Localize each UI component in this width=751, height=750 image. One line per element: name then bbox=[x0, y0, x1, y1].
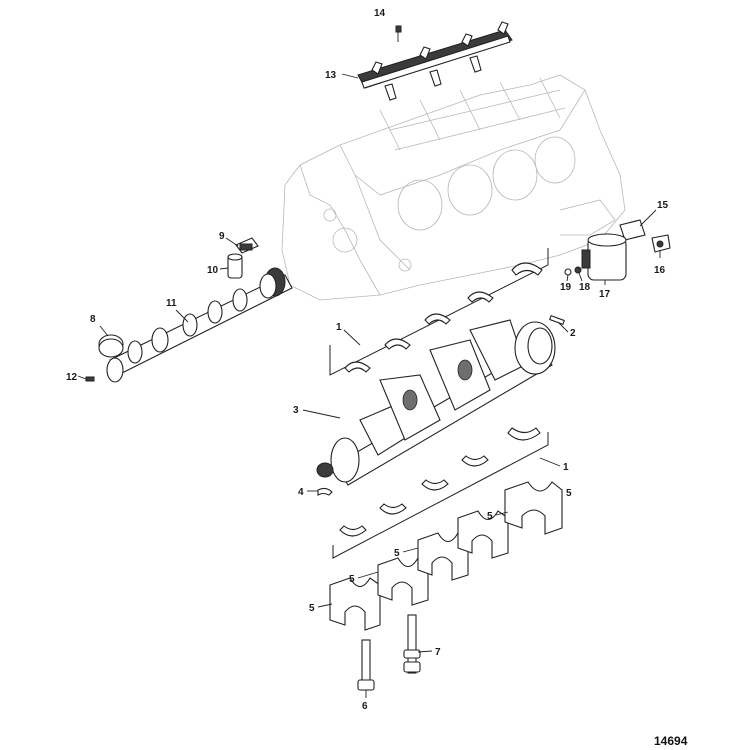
callout-16: 16 bbox=[654, 265, 666, 276]
crankshaft bbox=[316, 319, 556, 486]
callout-labels: 1 1 2 3 4 5 5 5 5 5 6 7 8 9 10 11 12 13 … bbox=[66, 8, 669, 712]
callout-13: 13 bbox=[325, 70, 337, 81]
o-ring-19 bbox=[564, 268, 572, 276]
lifter-guide-9 bbox=[235, 237, 259, 254]
fitting-16 bbox=[651, 234, 671, 253]
callout-8: 8 bbox=[90, 314, 96, 325]
callout-4: 4 bbox=[298, 487, 304, 498]
callout-19: 19 bbox=[560, 282, 572, 293]
callout-2: 2 bbox=[570, 328, 576, 339]
callout-5-mid: 5 bbox=[394, 548, 400, 559]
upper-main-bearings bbox=[329, 248, 549, 376]
callout-15: 15 bbox=[657, 200, 669, 211]
callout-17: 17 bbox=[599, 289, 611, 300]
callout-14: 14 bbox=[374, 8, 386, 19]
figure-number: 14694 bbox=[654, 734, 688, 748]
callout-5-left: 5 bbox=[309, 603, 315, 614]
callout-5-right: 5 bbox=[487, 511, 493, 522]
key-12 bbox=[85, 376, 95, 382]
lower-main-bearings bbox=[332, 427, 549, 559]
callout-3: 3 bbox=[293, 405, 299, 416]
bolt-6 bbox=[357, 639, 375, 691]
callout-18: 18 bbox=[579, 282, 591, 293]
callout-11: 11 bbox=[166, 298, 177, 309]
callout-1-lower: 1 bbox=[563, 462, 569, 473]
fitting-15 bbox=[619, 219, 646, 241]
adapter-18 bbox=[574, 266, 582, 274]
callout-7: 7 bbox=[435, 647, 441, 658]
lifter-10 bbox=[227, 253, 243, 279]
bolt-7 bbox=[403, 614, 421, 674]
callout-10: 10 bbox=[207, 265, 219, 276]
callout-1-upper: 1 bbox=[336, 322, 342, 333]
main-bearing-caps bbox=[329, 481, 563, 631]
cam-bearing-8 bbox=[98, 334, 124, 358]
callout-6: 6 bbox=[362, 701, 368, 712]
lifter-guide-retainer bbox=[357, 21, 513, 101]
callout-12: 12 bbox=[66, 372, 78, 383]
oil-filter-17 bbox=[581, 233, 627, 281]
bolt-14 bbox=[395, 25, 402, 42]
callout-5-far-right: 5 bbox=[566, 488, 572, 499]
camshaft bbox=[106, 267, 293, 383]
dowel-pin-2 bbox=[549, 315, 565, 325]
engine-block-outline bbox=[281, 74, 626, 301]
callout-5-center: 5 bbox=[349, 574, 355, 585]
leader-lines bbox=[77, 73, 661, 698]
callout-9: 9 bbox=[219, 231, 225, 242]
key-4 bbox=[317, 487, 333, 496]
